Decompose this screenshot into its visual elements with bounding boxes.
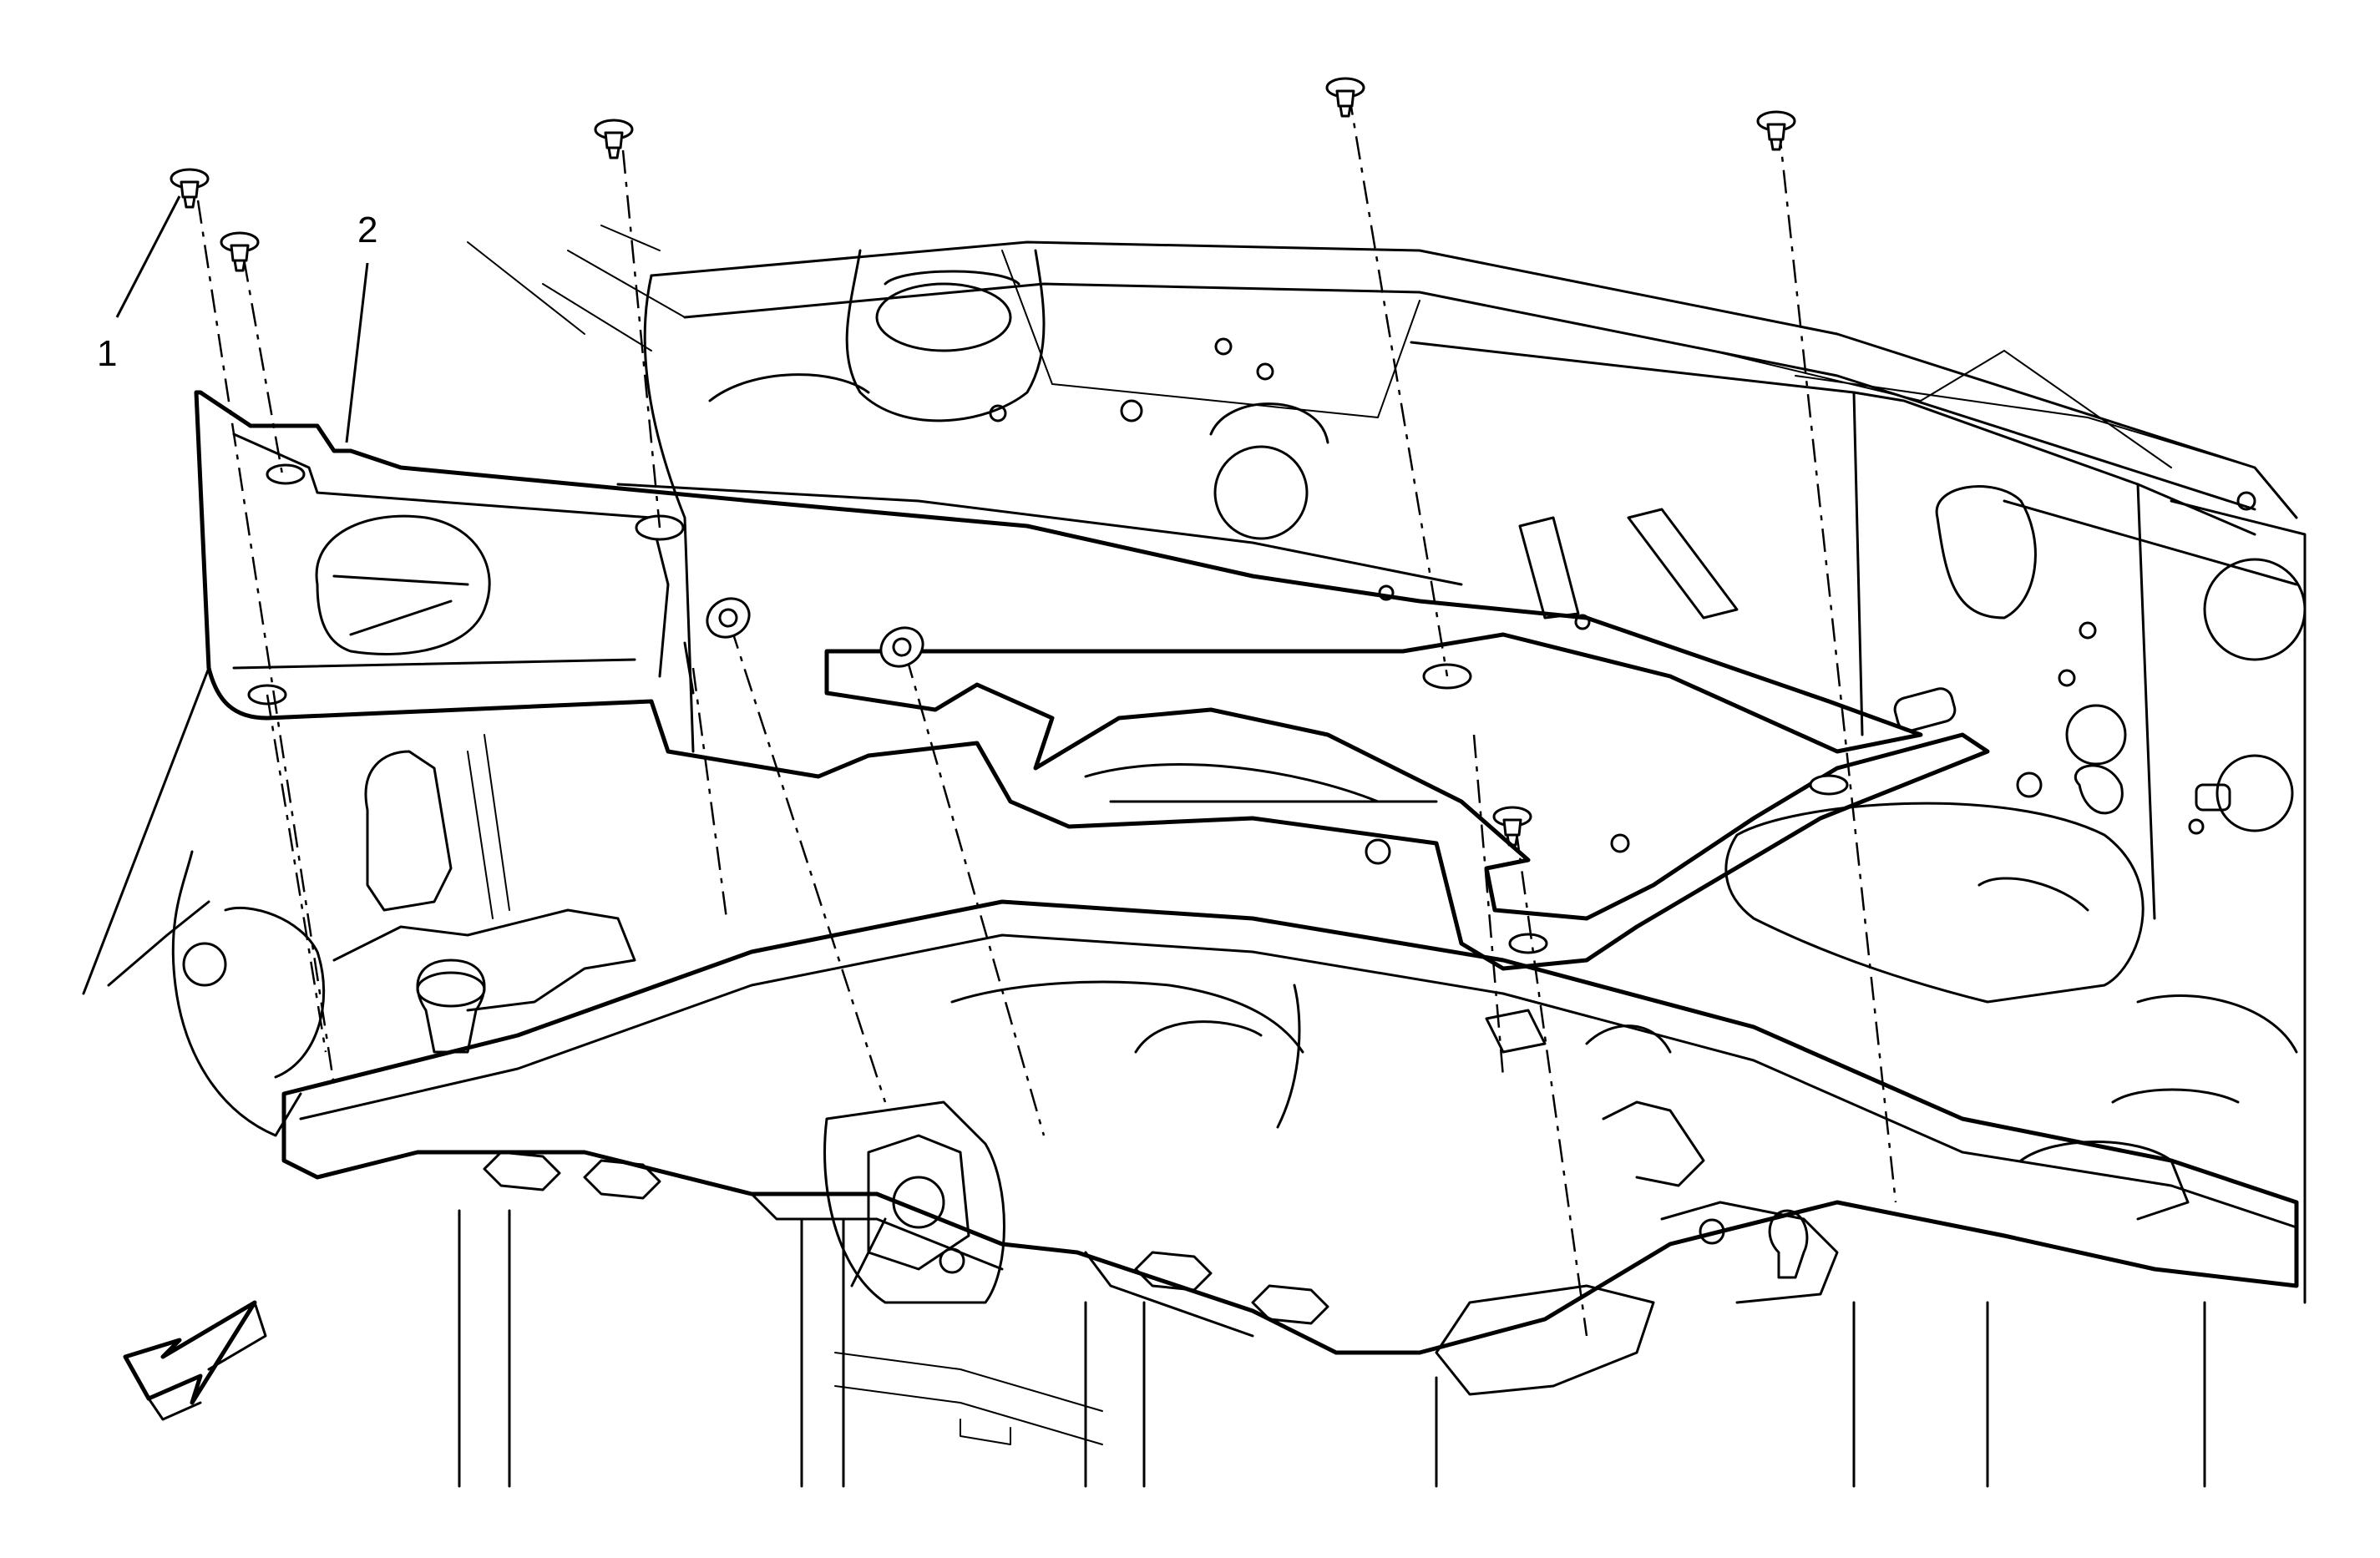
callout-1-label: 1: [97, 333, 117, 374]
callout-2-leader: [345, 262, 369, 443]
fastener: [1325, 77, 1365, 118]
fastener: [1492, 806, 1532, 847]
callout-1-leader: [115, 195, 181, 318]
installation-lines: [196, 91, 1897, 1337]
fastener: [879, 626, 924, 668]
callout-1: 1: [97, 195, 181, 374]
front-direction-arrow-icon: [123, 1300, 267, 1421]
callout-2: 2: [345, 210, 377, 443]
fastener: [220, 231, 260, 272]
rear-body-structure: [467, 225, 2307, 1304]
callout-2-label: 2: [357, 210, 377, 250]
radiator-support: [82, 666, 2299, 1488]
fastener: [1756, 110, 1796, 151]
panel-heat-shield: [194, 390, 1990, 971]
background-bolts: [989, 337, 2256, 835]
fastener: [594, 119, 634, 159]
hood-latch: [823, 1100, 1005, 1304]
fastener: [706, 597, 751, 639]
fasteners: [170, 77, 1796, 847]
fastener: [170, 168, 210, 209]
